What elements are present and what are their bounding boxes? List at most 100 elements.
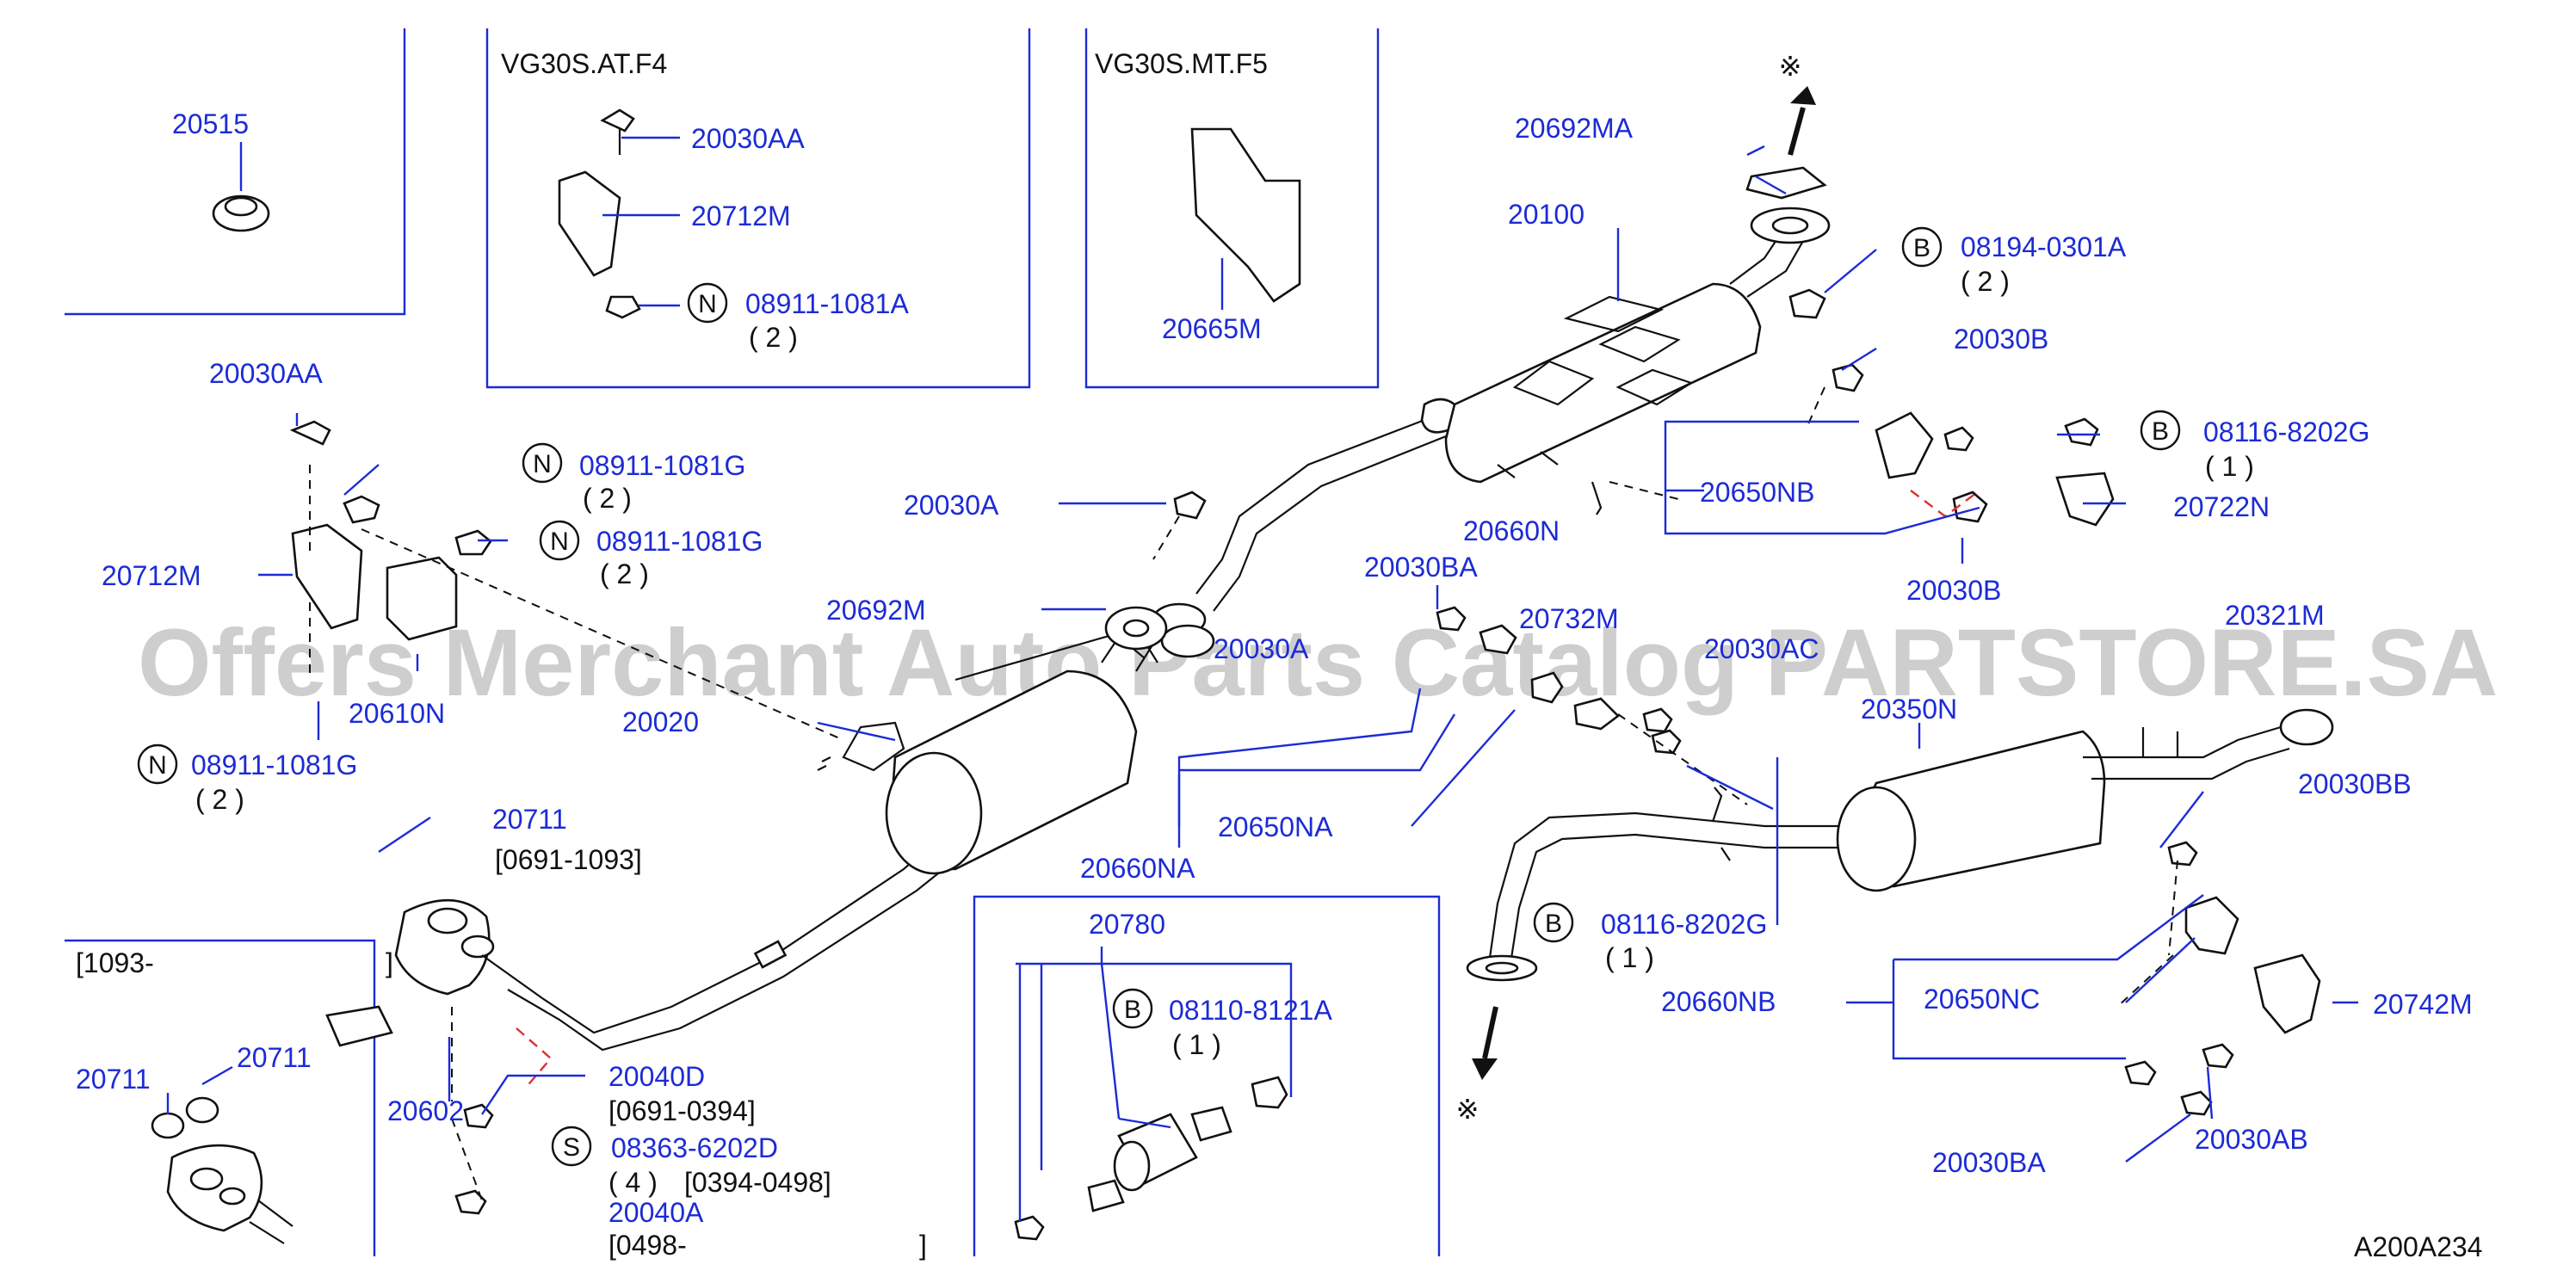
- label-20660N: 20660N: [1463, 515, 1560, 546]
- label-08110-8121A: 08110-8121A: [1169, 995, 1332, 1026]
- label-20602: 20602: [387, 1095, 464, 1126]
- label-20650NC: 20650NC: [1924, 984, 2040, 1015]
- label-20650NA: 20650NA: [1218, 811, 1333, 842]
- svg-text:B: B: [1545, 910, 1562, 938]
- front-pipe: [394, 838, 961, 1052]
- badge-b-08110: [1112, 988, 1153, 1029]
- front-muffler: [1444, 207, 1831, 515]
- inset-frames: [65, 28, 1441, 1256]
- part-labels: 20515 20030AA 20712M 08911-1081A ( 2 ) 2…: [76, 108, 2473, 1261]
- label-20692M: 20692M: [826, 595, 926, 626]
- label-20030BA-mid: 20030BA: [1364, 552, 1478, 583]
- qty-08110-8121A: ( 1 ): [1172, 1029, 1221, 1060]
- inset-header-at: VG30S.AT.F4: [501, 48, 667, 79]
- label-08911-1081G-c: 08911-1081G: [191, 750, 357, 780]
- label-20020: 20020: [622, 706, 699, 737]
- date-08363-6202D: [0394-0498]: [684, 1167, 831, 1198]
- svg-text:N: N: [550, 527, 569, 556]
- qty-08363-6202D: ( 4 ): [608, 1167, 658, 1198]
- label-20030B-bottom: 20030B: [1906, 575, 2001, 606]
- date-1093-end: ]: [386, 947, 393, 978]
- label-20030AC: 20030AC: [1704, 633, 1819, 664]
- label-08911-1081G-b: 08911-1081G: [596, 526, 763, 557]
- badge-b-08116-bot: [1533, 902, 1574, 943]
- svg-text:B: B: [2152, 417, 2169, 446]
- label-20711-a: 20711: [76, 1064, 151, 1095]
- label-20712M-inset: 20712M: [691, 200, 791, 231]
- svg-text:N: N: [148, 751, 167, 780]
- qty-08911-1081A: ( 2 ): [749, 322, 798, 353]
- label-20100: 20100: [1508, 199, 1585, 230]
- date-0498: [0498-: [608, 1230, 687, 1261]
- badge-b-08194: [1901, 226, 1943, 268]
- label-08363-6202D: 08363-6202D: [611, 1132, 778, 1163]
- rear-pipe: [1466, 787, 1850, 982]
- watermark: Offers Merchant Auto Parts Catalog PARTS…: [138, 610, 2498, 716]
- label-20321M: 20321M: [2225, 600, 2325, 631]
- svg-text:S: S: [563, 1133, 580, 1162]
- center-muffler: [817, 626, 1158, 875]
- label-20722N: 20722N: [2173, 491, 2270, 522]
- label-20350N: 20350N: [1861, 694, 1957, 725]
- svg-text:B: B: [1124, 996, 1141, 1024]
- diagram-code: A200A234: [2354, 1231, 2482, 1262]
- badges: N B B N N N B B S: [137, 226, 2181, 1167]
- label-20650NB: 20650NB: [1700, 477, 1814, 508]
- label-20732M: 20732M: [1519, 603, 1619, 634]
- badge-b-08116-top: [2140, 410, 2181, 451]
- label-20665M: 20665M: [1162, 313, 1262, 344]
- label-20660NB: 20660NB: [1661, 986, 1776, 1017]
- label-20030AA-left: 20030AA: [209, 358, 323, 389]
- badge-s-08363: [551, 1126, 592, 1167]
- svg-text:N: N: [698, 290, 717, 318]
- qty-08911-1081G-c: ( 2 ): [195, 784, 244, 815]
- label-08116-8202G-top: 08116-8202G: [2203, 416, 2369, 447]
- rear-muffler: [1836, 708, 2334, 892]
- badge-n-inset: [687, 282, 728, 324]
- label-20780: 20780: [1089, 909, 1165, 940]
- label-08116-8202G-bottom: 08116-8202G: [1601, 909, 1767, 940]
- label-partial-20030A: 20030A: [1214, 633, 1309, 664]
- leader-lines: [166, 136, 2358, 1222]
- label-08911-1081G-a: 08911-1081G: [579, 450, 745, 481]
- label-20742M: 20742M: [2373, 989, 2473, 1020]
- date-0498-end: ]: [919, 1230, 927, 1261]
- date-20040D: [0691-0394]: [608, 1095, 756, 1126]
- qty-08911-1081G-b: ( 2 ): [600, 558, 649, 589]
- label-20711: 20711: [492, 804, 567, 835]
- badge-n-g-c: [137, 743, 178, 785]
- ref-mark-bottom: ※: [1456, 1094, 1480, 1125]
- qty-08116-8202G-top: ( 1 ): [2205, 451, 2254, 482]
- small-parts: [151, 108, 2321, 1244]
- badge-n-g-b: [539, 520, 580, 561]
- label-20030B-top: 20030B: [1954, 324, 2048, 355]
- label-20610N: 20610N: [349, 698, 445, 729]
- label-20515: 20515: [172, 108, 249, 139]
- label-20040A: 20040A: [608, 1197, 704, 1228]
- label-08911-1081A: 08911-1081A: [745, 288, 909, 319]
- center-pipe: [1152, 398, 1473, 658]
- badge-n-g-a: [522, 442, 563, 484]
- qty-08194-0301A: ( 2 ): [1961, 266, 2010, 297]
- label-20712M-left: 20712M: [102, 560, 201, 591]
- label-20040D: 20040D: [608, 1061, 705, 1092]
- label-08194-0301A: 08194-0301A: [1961, 231, 2127, 262]
- label-20030AB: 20030AB: [2195, 1124, 2308, 1155]
- label-20711-b: 20711: [237, 1042, 312, 1073]
- svg-text:B: B: [1913, 234, 1930, 262]
- assembly-dash-lines: [309, 386, 2178, 1201]
- label-20030BB: 20030BB: [2298, 768, 2412, 799]
- date-1093: [1093-: [76, 947, 154, 978]
- svg-text:N: N: [533, 450, 552, 478]
- ref-mark-top: ※: [1779, 51, 1802, 82]
- direction-arrows: [1472, 86, 1816, 1080]
- label-20030BA-bottom: 20030BA: [1932, 1147, 2046, 1178]
- date-20711: [0691-1093]: [495, 844, 642, 875]
- inset-header-mt: VG30S.MT.F5: [1095, 48, 1268, 79]
- label-20660NA: 20660NA: [1080, 853, 1195, 884]
- qty-08911-1081G-a: ( 2 ): [583, 483, 632, 514]
- qty-08116-8202G-bottom: ( 1 ): [1605, 942, 1654, 973]
- label-20692MA: 20692MA: [1515, 113, 1634, 144]
- label-20030AA-inset: 20030AA: [691, 123, 805, 154]
